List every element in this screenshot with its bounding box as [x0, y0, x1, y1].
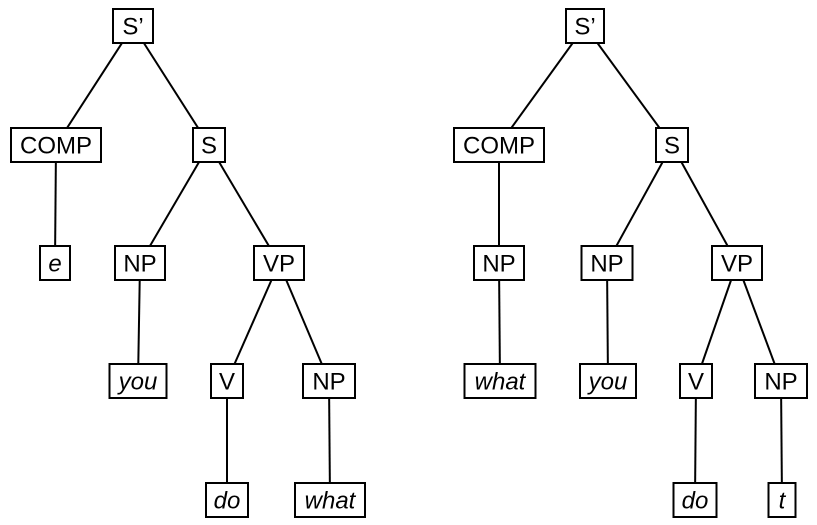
node-box-v: [210, 363, 244, 399]
node-box-vp: [253, 245, 305, 281]
node-box-np-subj: [114, 245, 166, 281]
node-label-v: V: [219, 368, 235, 395]
node-box-v: [679, 363, 713, 399]
node-box-np-obj: [302, 363, 356, 399]
node-label-do: do: [682, 487, 709, 514]
node-label-comp: COMP: [20, 132, 92, 159]
node-label-v: V: [688, 368, 704, 395]
node-label-np-comp: NP: [482, 250, 515, 277]
node-label-np-obj: NP: [312, 368, 345, 395]
node-label-you: you: [117, 368, 158, 395]
node-box-s: [655, 127, 689, 163]
node-box-what: [294, 482, 366, 518]
tree-edge-np-subj-you: [606, 262, 609, 382]
node-label-np-obj: NP: [764, 368, 797, 395]
node-box-vp: [711, 245, 763, 281]
node-label-what: what: [475, 368, 527, 395]
tree-edge-v-do: [694, 380, 697, 501]
node-box-comp: [453, 127, 545, 163]
tree-right: S’ COMP S NP NP VP what you V NP do t: [453, 8, 808, 518]
node-box-np-comp: [473, 245, 525, 281]
tree-edge-s-vp: [208, 144, 280, 264]
tree-edge-s-bar-comp: [498, 25, 586, 146]
node-box-e: [39, 245, 71, 281]
node-box-comp: [10, 127, 102, 163]
node-label-np-subj: NP: [590, 250, 623, 277]
node-box-t: [767, 482, 797, 518]
tree-edge-np-obj-t: [780, 380, 783, 501]
tree-edge-np-subj-you: [137, 262, 141, 382]
node-box-you: [108, 363, 168, 399]
node-label-t: t: [779, 487, 787, 514]
node-label-s-bar: S’: [122, 13, 143, 40]
node-label-s-bar: S’: [574, 13, 595, 40]
tree-edge-vp-v: [226, 262, 280, 382]
tree-edge-s-np-subj: [139, 144, 210, 264]
node-box-you: [579, 363, 637, 399]
node-box-do: [205, 482, 249, 518]
node-label-np-subj: NP: [123, 250, 156, 277]
tree-edge-vp-np-obj: [736, 262, 782, 382]
tree-edge-np-obj-what: [328, 380, 331, 501]
tree-edge-s-np-subj: [606, 144, 673, 264]
node-label-do: do: [214, 487, 241, 514]
tree-edge-np-comp-what: [498, 262, 501, 382]
node-box-s: [192, 127, 226, 163]
node-label-what: what: [305, 487, 357, 514]
tree-edge-vp-np-obj: [278, 262, 330, 382]
node-label-vp: VP: [263, 250, 295, 277]
node-label-e: e: [48, 250, 61, 277]
node-box-np-subj: [580, 245, 634, 281]
node-box-s-bar: [112, 8, 154, 44]
node-box-what: [463, 363, 537, 399]
tree-edge-s-bar-comp: [55, 25, 134, 146]
node-box-np-obj: [754, 363, 808, 399]
node-box-s-bar: [565, 8, 605, 44]
node-label-comp: COMP: [463, 132, 535, 159]
tree-edge-s-bar-s: [132, 25, 210, 146]
node-box-do: [672, 482, 718, 518]
node-label-s: S: [664, 132, 680, 159]
tree-edge-vp-v: [695, 262, 738, 382]
tree-edge-s-vp: [671, 144, 738, 264]
node-label-vp: VP: [721, 250, 753, 277]
node-label-s: S: [201, 132, 217, 159]
node-label-you: you: [587, 368, 628, 395]
tree-edge-s-bar-s: [584, 25, 673, 146]
tree-edge-comp-e: [54, 144, 57, 264]
